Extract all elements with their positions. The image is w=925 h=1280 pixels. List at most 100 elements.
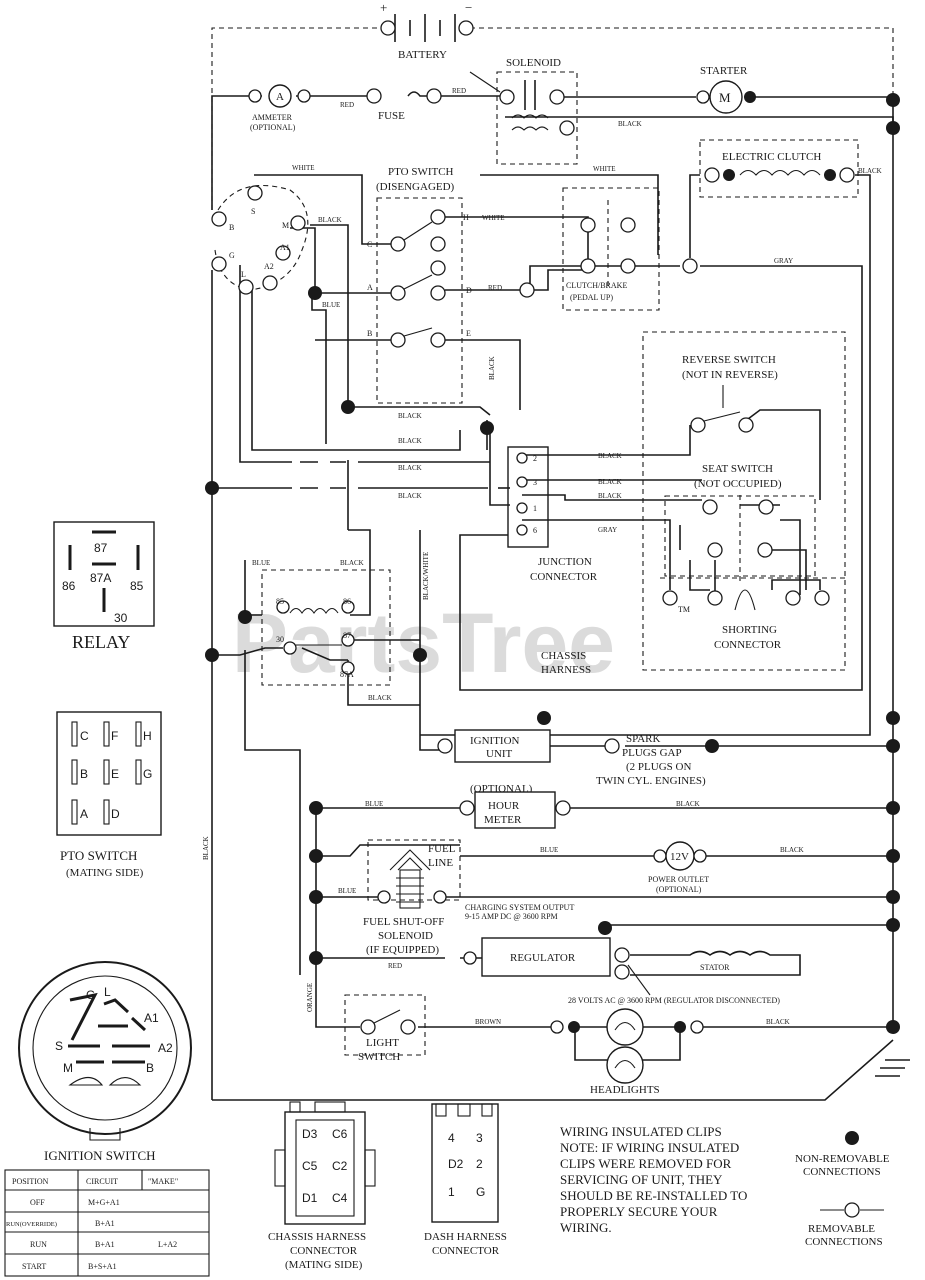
relay-terminal-85: 85 bbox=[276, 597, 284, 606]
table-header-position: POSITION bbox=[12, 1177, 49, 1186]
light-switch: LIGHT SWITCH bbox=[358, 1009, 416, 1063]
table-row-run-circuit: B+A1 bbox=[95, 1240, 115, 1249]
chassis-harness-label: CHASSIS bbox=[541, 650, 586, 662]
dash-pin-3: 3 bbox=[476, 1131, 483, 1145]
wire-red-3: RED bbox=[488, 284, 502, 292]
table-row-override-position: RUN(OVERRIDE) bbox=[6, 1221, 57, 1228]
relay-pin-86: 86 bbox=[62, 579, 76, 593]
wire-red-2: RED bbox=[452, 87, 466, 95]
legend-removable-label2: CONNECTIONS bbox=[805, 1236, 883, 1248]
battery-positive: + bbox=[380, 0, 387, 15]
wire-black-8: BLACK bbox=[598, 478, 622, 486]
clips-note-line6: WIRING. bbox=[560, 1220, 612, 1235]
chassis-pin-c4: C4 bbox=[332, 1191, 348, 1205]
pto-switch-mating: C F H B E G A D PTO SWITCH (MATING SIDE) bbox=[56, 711, 162, 879]
ignition-table: POSITION CIRCUIT "MAKE" OFF M+G+A1 RUN(O… bbox=[4, 1169, 210, 1277]
relay-pin-87a: 87A bbox=[90, 571, 111, 585]
chassis-harness-connector: D3 C6 C5 C2 D1 C4 CHASSIS HARNESS CONNEC… bbox=[268, 1101, 376, 1271]
table-row-start-position: START bbox=[22, 1262, 46, 1271]
junction-pin-3: 3 bbox=[533, 478, 537, 487]
starter: STARTER M bbox=[696, 65, 756, 114]
wire-black-1: BLACK bbox=[618, 120, 642, 128]
wire-black-6: BLACK bbox=[598, 452, 622, 460]
dash-pin-2: 2 bbox=[476, 1157, 483, 1171]
regulator-label: REGULATOR bbox=[510, 952, 576, 964]
pto-switch-state: (DISENGAGED) bbox=[376, 181, 455, 193]
wire-black-10: BLACK bbox=[598, 492, 622, 500]
relay-circuit: 85 86 30 87 87A bbox=[238, 597, 355, 679]
fuse: FUSE bbox=[366, 88, 442, 122]
reverse-switch-label: REVERSE SWITCH bbox=[682, 354, 776, 366]
hour-meter: (OPTIONAL) HOUR METER bbox=[459, 783, 571, 829]
fuel-shutoff-label: FUEL SHUT-OFF bbox=[363, 916, 444, 928]
ign-pin-s: S bbox=[55, 1039, 63, 1053]
pto-mating-title: PTO SWITCH bbox=[60, 848, 137, 863]
wire-white-3: WHITE bbox=[482, 214, 505, 222]
pto-pin-g: G bbox=[143, 767, 152, 781]
clips-note-title: WIRING INSULATED CLIPS bbox=[560, 1124, 722, 1139]
removable-points bbox=[519, 258, 698, 298]
table-row-off-position: OFF bbox=[30, 1198, 45, 1207]
pto-terminal-b: B bbox=[367, 329, 372, 338]
pto-terminal-d: D bbox=[466, 286, 472, 295]
dash-connector-label: DASH HARNESS bbox=[424, 1231, 507, 1243]
wire-black-11: BLACK bbox=[340, 559, 364, 567]
relay-pin-87: 87 bbox=[94, 541, 108, 555]
ignition-unit-label: IGNITION bbox=[470, 735, 520, 747]
table-row-run-position: RUN bbox=[30, 1240, 47, 1249]
terminal-g: G bbox=[229, 251, 235, 260]
dash-connector-label2: CONNECTOR bbox=[432, 1245, 500, 1257]
pto-terminal-h: H bbox=[463, 213, 469, 222]
chassis-connector-label3: (MATING SIDE) bbox=[285, 1259, 363, 1271]
fuel-shutoff-label2: SOLENOID bbox=[378, 930, 433, 942]
wire-black-white-vertical: BLACK/WHITE bbox=[422, 552, 430, 600]
wire-blue-4: BLUE bbox=[540, 846, 558, 854]
solenoid: SOLENOID bbox=[469, 57, 575, 136]
pto-pin-c: C bbox=[80, 729, 89, 743]
electric-clutch: ELECTRIC CLUTCH bbox=[704, 151, 855, 183]
legend: NON-REMOVABLE CONNECTIONS REMOVABLE CONN… bbox=[795, 1131, 890, 1248]
terminal-l: L bbox=[241, 270, 246, 279]
pto-mating-subtitle: (MATING SIDE) bbox=[66, 867, 144, 879]
hour-meter-label2: METER bbox=[484, 814, 522, 826]
junction-connector-label: JUNCTION bbox=[538, 556, 592, 568]
battery-label: BATTERY bbox=[398, 49, 447, 61]
wire-black-5: BLACK bbox=[398, 437, 422, 445]
table-row-off-circuit: M+G+A1 bbox=[88, 1198, 120, 1207]
charging-output-label: CHARGING SYSTEM OUTPUT bbox=[465, 903, 574, 912]
wire-black-12: BLACK bbox=[368, 694, 392, 702]
reverse-switch-state: (NOT IN REVERSE) bbox=[682, 369, 778, 381]
table-header-make: "MAKE" bbox=[148, 1177, 178, 1186]
shorting-connector-label2: CONNECTOR bbox=[714, 639, 782, 651]
wire-red-4: RED bbox=[388, 962, 402, 970]
terminal-b: B bbox=[229, 223, 234, 232]
ammeter-symbol: A bbox=[276, 91, 284, 103]
ignition-unit: IGNITION UNIT SPARK PLUGS GAP (2 PLUGS O… bbox=[437, 711, 719, 787]
battery-negative: − bbox=[465, 0, 472, 15]
light-switch-label: LIGHT bbox=[366, 1037, 399, 1049]
reverse-switch: REVERSE SWITCH (NOT IN REVERSE) bbox=[682, 354, 778, 433]
clips-note-line4: SHOULD BE RE-INSTALLED TO bbox=[560, 1188, 747, 1203]
wire-blue-3: BLUE bbox=[365, 800, 383, 808]
terminal-m: M bbox=[282, 221, 289, 230]
legend-nonremovable-label: NON-REMOVABLE bbox=[795, 1153, 890, 1165]
seat-switch-state: (NOT OCCUPIED) bbox=[694, 478, 782, 490]
seat-switch: SEAT SWITCH (NOT OCCUPIED) bbox=[694, 463, 782, 585]
wire-black-14: BLACK bbox=[780, 846, 804, 854]
pto-pin-d: D bbox=[111, 807, 120, 821]
wire-black-3: BLACK bbox=[318, 216, 342, 224]
shorting-connector: SHORTING CONNECTOR bbox=[660, 577, 845, 651]
ign-pin-b: B bbox=[146, 1061, 154, 1075]
chassis-pin-d3: D3 bbox=[302, 1127, 318, 1141]
ignition-unit-label2: UNIT bbox=[486, 748, 513, 760]
power-outlet: 12V POWER OUTLET (OPTIONAL) bbox=[648, 841, 709, 894]
stator-note: 28 VOLTS AC @ 3600 RPM (REGULATOR DISCON… bbox=[568, 996, 780, 1005]
dash-pin-d2: D2 bbox=[448, 1157, 464, 1171]
headlights: HEADLIGHTS bbox=[550, 1008, 704, 1096]
terminal-s: S bbox=[251, 207, 255, 216]
spark-plug-note: (2 PLUGS ON bbox=[626, 761, 691, 773]
shorting-connector-label: SHORTING bbox=[722, 624, 777, 636]
pto-pin-f: F bbox=[111, 729, 118, 743]
wire-color-labels: RED RED BLACK WHITE WHITE BLACK BLACK WH… bbox=[202, 87, 882, 1026]
